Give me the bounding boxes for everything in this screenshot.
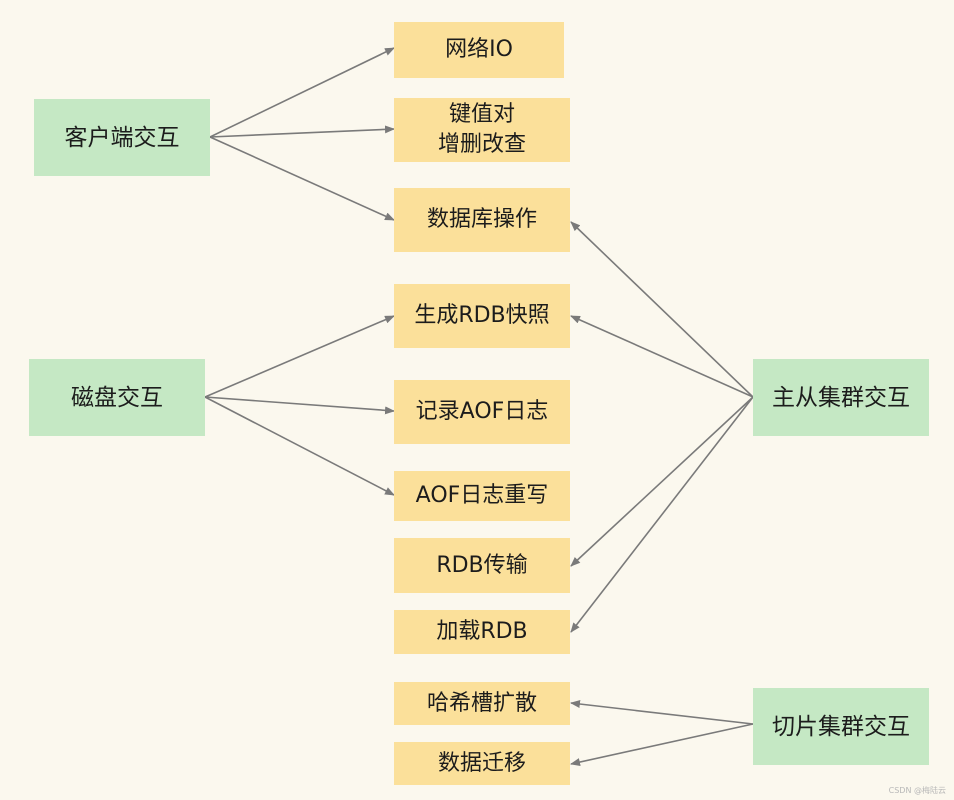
node-data-migrate: 数据迁移 xyxy=(394,742,570,785)
watermark: CSDN @梅陆云 xyxy=(888,786,946,795)
node-kv-crud: 键值对 增删改查 xyxy=(394,98,570,162)
edge-ms-rdb-transfer xyxy=(570,396,754,567)
edge-disk-rdb-snapshot xyxy=(204,315,395,398)
node-aof-log: 记录AOF日志 xyxy=(394,380,570,444)
node-rdb-snapshot: 生成RDB快照 xyxy=(394,284,570,348)
node-client-label: 客户端交互 xyxy=(64,124,180,151)
edge-client-kv xyxy=(209,125,395,138)
edge-client-network-io xyxy=(209,47,395,138)
node-aof-rewrite: AOF日志重写 xyxy=(394,471,570,521)
node-kv-line1: 键值对 xyxy=(448,102,515,127)
edge-ms-rdb-snapshot xyxy=(570,315,754,398)
node-db-ops: 数据库操作 xyxy=(394,188,570,252)
node-shard-interaction: 切片集群交互 xyxy=(753,688,929,765)
node-rdb-snapshot-label: 生成RDB快照 xyxy=(414,303,550,328)
edge-client-db-ops xyxy=(209,136,395,221)
node-hash-slot-label: 哈希槽扩散 xyxy=(426,690,537,716)
node-aof-log-label: 记录AOF日志 xyxy=(415,399,549,424)
node-disk-label: 磁盘交互 xyxy=(71,384,163,411)
node-rdb-transfer: RDB传输 xyxy=(394,538,570,593)
edge-ms-db-ops xyxy=(570,221,754,398)
node-data-migrate-label: 数据迁移 xyxy=(437,750,526,776)
edge-shard-hash-slot xyxy=(570,700,754,725)
node-rdb-transfer-label: RDB传输 xyxy=(436,552,528,578)
node-load-rdb-label: 加载RDB xyxy=(436,619,528,644)
edge-disk-aof-rewrite xyxy=(204,396,395,496)
edge-ms-load-rdb xyxy=(570,396,754,633)
node-master-slave-label: 主从集群交互 xyxy=(772,384,910,411)
node-network-io-label: 网络IO xyxy=(445,37,513,62)
edge-shard-data-migrate xyxy=(570,723,754,766)
node-master-slave-interaction: 主从集群交互 xyxy=(753,359,929,436)
node-db-ops-label: 数据库操作 xyxy=(426,207,537,232)
node-client-interaction: 客户端交互 xyxy=(34,99,210,176)
node-shard-label: 切片集群交互 xyxy=(772,713,910,740)
node-load-rdb: 加载RDB xyxy=(394,610,570,654)
edge-disk-aof-log xyxy=(204,396,395,415)
node-aof-rewrite-label: AOF日志重写 xyxy=(415,483,549,508)
node-kv-line2: 增删改查 xyxy=(437,132,526,157)
node-network-io: 网络IO xyxy=(394,22,564,78)
node-disk-interaction: 磁盘交互 xyxy=(29,359,205,436)
node-hash-slot: 哈希槽扩散 xyxy=(394,682,570,725)
